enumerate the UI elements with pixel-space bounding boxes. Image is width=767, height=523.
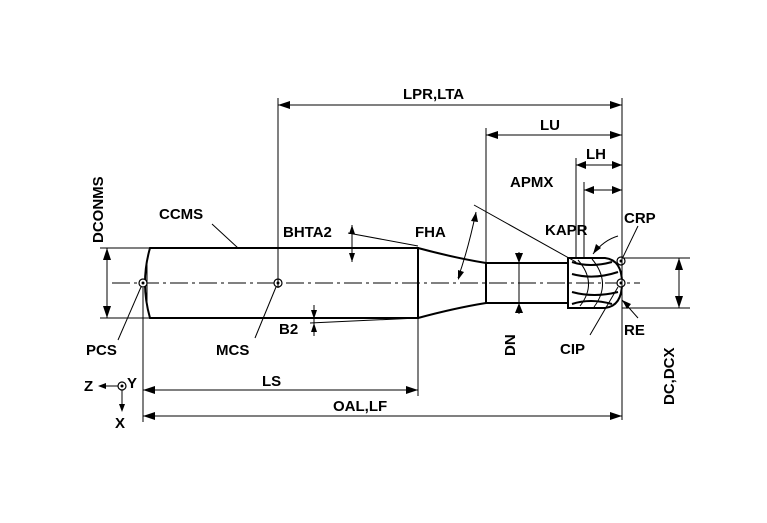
neck-taper-top [417,247,487,264]
lh-label: LH [586,146,606,163]
cip-label: CIP [560,341,585,358]
cip-point [616,278,626,288]
ccms-label: CCMS [159,206,203,223]
axis-z-label: Z [84,378,93,395]
lu-label: LU [540,117,560,134]
bhta2-label: BHTA2 [283,224,332,241]
b2-label: B2 [279,321,298,338]
neck-taper-bottom [417,302,487,319]
apmx-label: APMX [510,174,553,191]
shank [144,247,419,319]
pcs-point [138,278,148,288]
pcs-label: PCS [86,342,117,359]
mcs-label: MCS [216,342,249,359]
axis-x-label: X [115,415,125,432]
coordinate-axes-symbol: Z Y X [84,375,137,432]
crp-label: CRP [624,210,656,227]
oal-lf-label: OAL,LF [333,398,387,415]
dconms-label: DCONMS [90,176,107,243]
kapr-label: KAPR [545,222,588,239]
dn-label: DN [502,334,519,356]
re-label: RE [624,322,645,339]
crp-point [616,256,626,266]
lpr-lta-label: LPR,LTA [403,86,464,103]
ls-label: LS [262,373,281,390]
dc-dcx-label: DC,DCX [661,347,678,405]
fha-label: FHA [415,224,446,241]
axis-y-label: Y [127,375,137,392]
